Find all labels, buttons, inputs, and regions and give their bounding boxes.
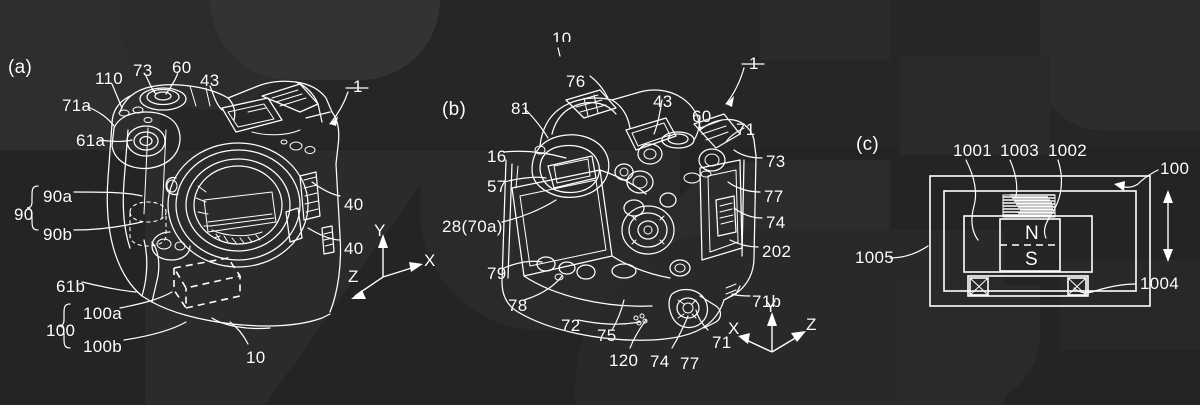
callout-57: 57 — [487, 177, 507, 196]
callout-73-b: 73 — [766, 152, 786, 171]
callout-43: 43 — [200, 71, 220, 90]
callout-10-b: 10 — [552, 30, 572, 42]
axis-label-y-a: Y — [374, 221, 386, 240]
callout-75: 75 — [597, 326, 617, 345]
callout-76: 76 — [566, 72, 586, 91]
callout-79: 79 — [487, 264, 507, 283]
callout-74-right: 74 — [766, 213, 786, 232]
assembly-label-a: 1 — [353, 77, 363, 96]
callout-202: 202 — [762, 242, 792, 261]
callout-77-right: 77 — [764, 187, 784, 206]
callout-73: 73 — [133, 61, 153, 80]
callout-120: 120 — [609, 351, 639, 370]
panel-b-axis-indicator — [738, 312, 806, 353]
callout-100b: 100b — [83, 337, 123, 356]
callout-61b: 61b — [56, 277, 86, 296]
callout-110: 110 — [95, 69, 124, 88]
panel-b-camera-rear — [501, 47, 765, 349]
axis-label-x-b: X — [728, 319, 740, 338]
callout-28-70a: 28(70a) — [442, 217, 503, 236]
axis-label-x-a: X — [424, 251, 436, 270]
callout-71b: 71b — [752, 292, 782, 311]
callout-78: 78 — [508, 296, 528, 315]
callout-77-bottom: 77 — [680, 354, 700, 373]
callout-60-b: 60 — [692, 107, 712, 126]
background-band — [0, 148, 1200, 405]
watermark-shape-5 — [420, 150, 680, 330]
callout-40-upper: 40 — [344, 195, 364, 214]
callout-74-bottom: 74 — [650, 352, 670, 371]
callout-72: 72 — [561, 316, 581, 335]
callout-100-a: 100 — [46, 321, 76, 340]
callout-100a: 100a — [83, 304, 123, 323]
callout-71a: 71a — [62, 96, 92, 115]
magnet-pole-north: N — [1025, 223, 1040, 244]
callout-43-b: 43 — [653, 92, 673, 111]
watermark-shape-2 — [120, 0, 300, 110]
callout-1003: 1003 — [1000, 141, 1040, 160]
callout-40-lower: 40 — [344, 239, 364, 258]
callout-1005: 1005 — [855, 248, 895, 267]
watermark-shape-12 — [760, 0, 890, 60]
coil-hatching — [1002, 194, 1056, 218]
panel-tag-b: (b) — [442, 99, 467, 120]
panel-tag-a: (a) — [8, 57, 33, 78]
watermark-shape-11 — [1060, 260, 1200, 350]
callout-71-bottom: 71 — [712, 333, 732, 352]
callout-90b: 90b — [43, 225, 73, 244]
watermark-shape-3 — [210, 0, 440, 80]
callout-16: 16 — [487, 147, 507, 166]
callout-81: 81 — [511, 99, 531, 118]
panel-tag-c: (c) — [856, 134, 880, 155]
assembly-label-c: 100 — [1160, 159, 1190, 178]
axis-label-z-a: Z — [348, 267, 359, 286]
callout-10-a: 10 — [246, 349, 266, 363]
watermark-shape-9 — [900, 55, 1050, 155]
callout-1002: 1002 — [1048, 141, 1088, 160]
callout-90: 90 — [14, 205, 34, 224]
callout-71-top: 71 — [736, 120, 756, 139]
callout-1004: 1004 — [1140, 274, 1180, 293]
watermark-shape-8 — [1040, 0, 1200, 130]
callout-1001: 1001 — [953, 141, 993, 160]
assembly-label-b: 1 — [749, 54, 759, 73]
axis-label-y-b: Y — [765, 297, 777, 316]
callout-61a: 61a — [76, 131, 106, 150]
axis-label-z-b: Z — [806, 315, 817, 334]
watermark-shape-10 — [900, 285, 1040, 405]
callout-60: 60 — [172, 58, 192, 77]
magnet-pole-south: S — [1025, 249, 1038, 270]
watermark-shape-4 — [145, 150, 445, 405]
callout-90a: 90a — [43, 187, 73, 206]
